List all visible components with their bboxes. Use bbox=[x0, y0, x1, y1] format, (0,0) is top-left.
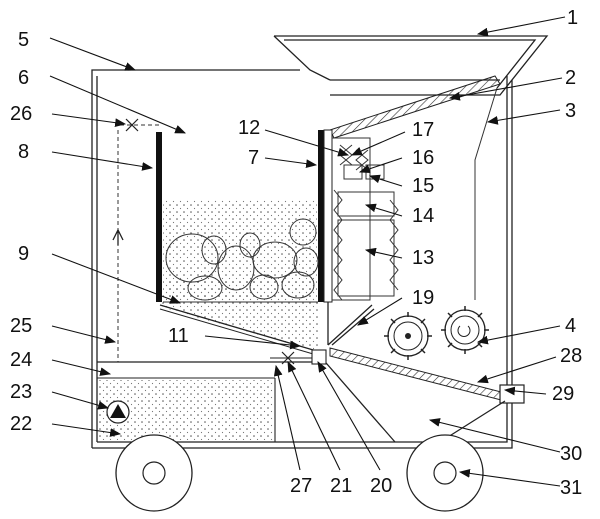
crushing-rollers bbox=[384, 306, 489, 360]
label-11: 11 bbox=[168, 325, 189, 347]
riser-pipe bbox=[112, 118, 160, 362]
label-8: 8 bbox=[18, 141, 29, 163]
label-1: 1 bbox=[567, 7, 578, 29]
outlet-spout bbox=[499, 384, 525, 404]
inclined-chute bbox=[329, 75, 501, 139]
label-25: 25 bbox=[10, 315, 32, 337]
label-28: 28 bbox=[560, 345, 582, 367]
label-27: 27 bbox=[290, 475, 312, 497]
left-partition bbox=[156, 132, 162, 302]
wheels bbox=[115, 434, 484, 512]
mechanism-column bbox=[323, 129, 399, 303]
feed-hopper bbox=[273, 35, 549, 96]
label-22: 22 bbox=[10, 413, 32, 435]
label-15: 15 bbox=[412, 175, 434, 197]
label-13: 13 bbox=[412, 247, 434, 269]
label-20: 20 bbox=[370, 475, 392, 497]
label-6: 6 bbox=[18, 67, 29, 89]
label-29: 29 bbox=[552, 383, 574, 405]
label-16: 16 bbox=[412, 147, 434, 169]
right-partition bbox=[318, 130, 324, 302]
label-7: 7 bbox=[248, 147, 259, 169]
deflector-plate bbox=[327, 302, 375, 346]
guide-plate bbox=[474, 87, 498, 300]
label-24: 24 bbox=[10, 349, 32, 371]
label-5: 5 bbox=[18, 29, 29, 51]
label-3: 3 bbox=[565, 100, 576, 122]
label-30: 30 bbox=[560, 443, 582, 465]
label-17: 17 bbox=[412, 119, 434, 141]
label-19: 19 bbox=[412, 287, 434, 309]
label-12: 12 bbox=[238, 117, 260, 139]
leader-lines bbox=[49, 16, 566, 487]
label-2: 2 bbox=[565, 67, 576, 89]
label-26: 26 bbox=[10, 103, 32, 125]
label-31: 31 bbox=[560, 477, 582, 499]
soaking-tank bbox=[163, 200, 319, 303]
label-14: 14 bbox=[412, 205, 434, 227]
label-23: 23 bbox=[10, 381, 32, 403]
sieve-plate bbox=[329, 347, 506, 402]
drain-valve bbox=[270, 349, 327, 365]
housing bbox=[91, 69, 513, 449]
water-tank bbox=[97, 361, 320, 442]
label-21: 21 bbox=[330, 475, 352, 497]
label-4: 4 bbox=[565, 315, 576, 337]
label-9: 9 bbox=[18, 243, 29, 265]
